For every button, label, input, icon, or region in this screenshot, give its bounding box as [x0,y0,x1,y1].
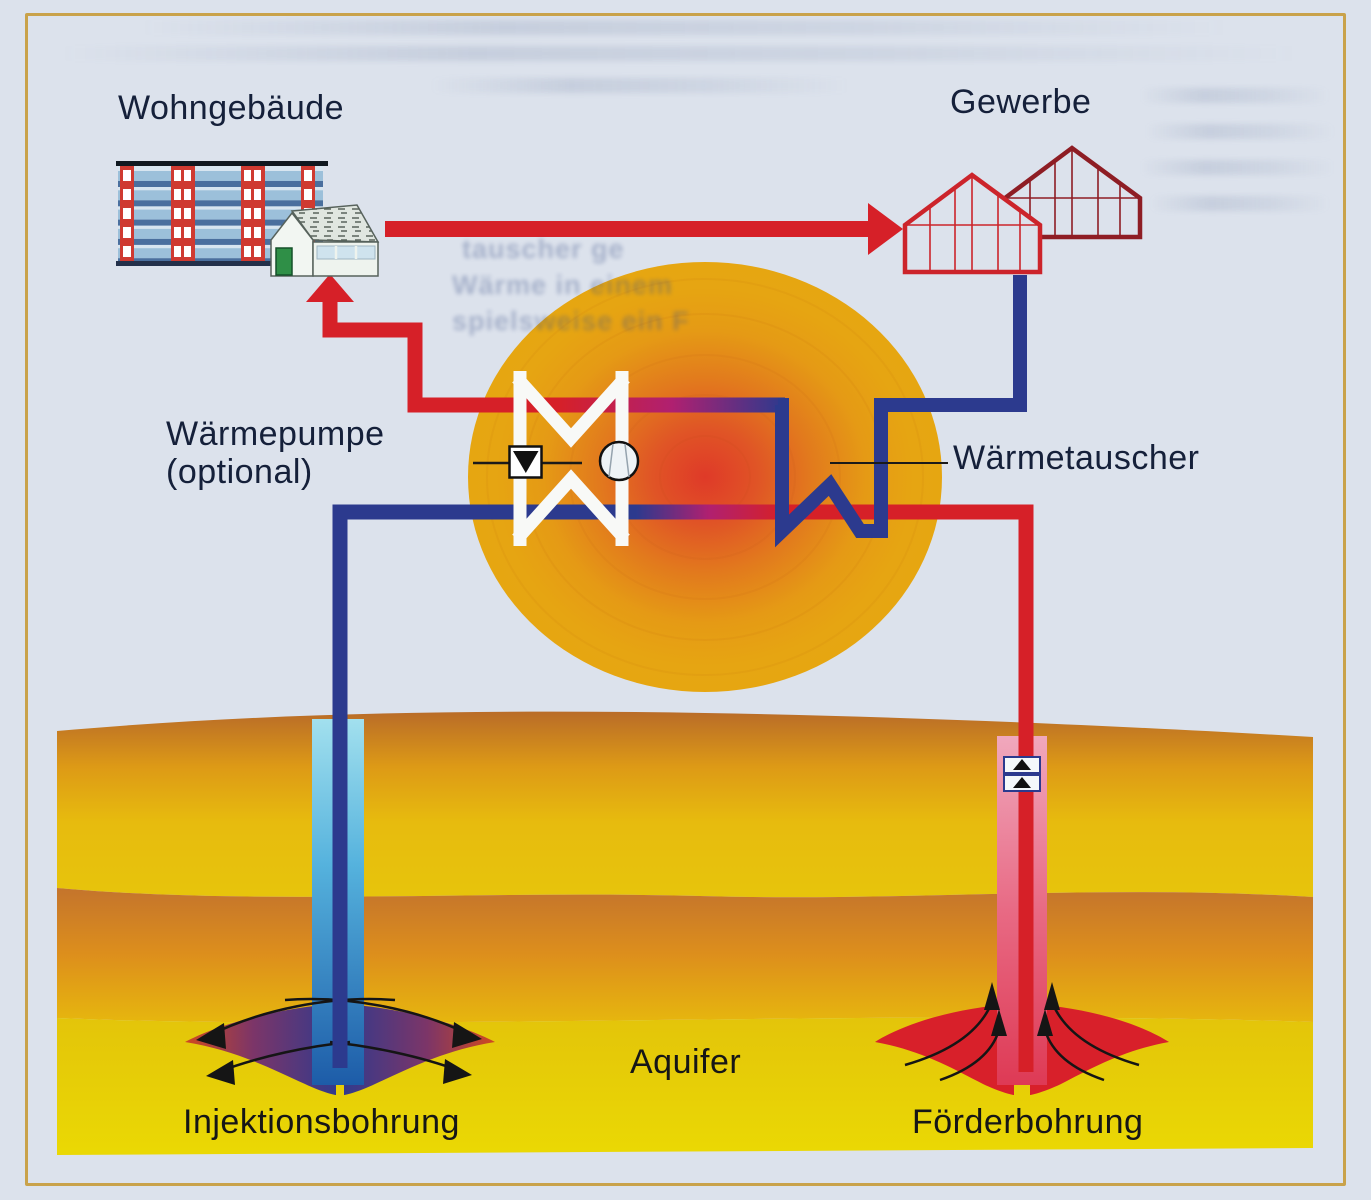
label-aquifer: Aquifer [630,1043,742,1081]
label-heat-exchanger: Wärmetauscher [953,439,1200,477]
bleed-smudge [430,78,850,93]
downhole-pump-icon [1003,756,1041,792]
secondary-loop-pipe [306,274,1027,548]
bleed-smudge [60,46,1300,61]
label-heat-pump: Wärmepumpe [166,415,385,453]
label-residential-building: Wohngebäude [118,89,345,127]
bleed-smudge [1145,124,1335,139]
groundwater-flow-arrows-production [904,982,1140,1082]
label-commercial: Gewerbe [950,83,1092,121]
bleed-smudge [1140,160,1335,175]
bleed-text-fragment: spielsweise ein F [452,306,690,336]
greenhouse-icons [902,145,1143,275]
hot-supply-arrowhead [306,274,354,302]
heat-exchanger-zigzag [775,275,1027,548]
bleed-smudge [1150,196,1330,211]
bleed-text-fragment: Wärme in einem [452,270,674,300]
greenhouse-front-icon [902,172,1043,275]
valve-icon [508,445,543,479]
compressor-icon [598,440,640,482]
heat-flow-arrow [385,203,903,255]
house-icon [270,204,380,277]
bleed-smudge [140,20,1230,35]
ground-layers [57,711,1313,1155]
label-injection-well: Injektionsbohrung [183,1103,460,1141]
bleed-smudge [1140,88,1330,103]
house-door [275,247,293,276]
label-production-well: Förderbohrung [912,1103,1144,1141]
label-heat-pump-optional: (optional) [166,453,313,491]
bleed-text-fragment: tauscher ge [462,234,625,264]
